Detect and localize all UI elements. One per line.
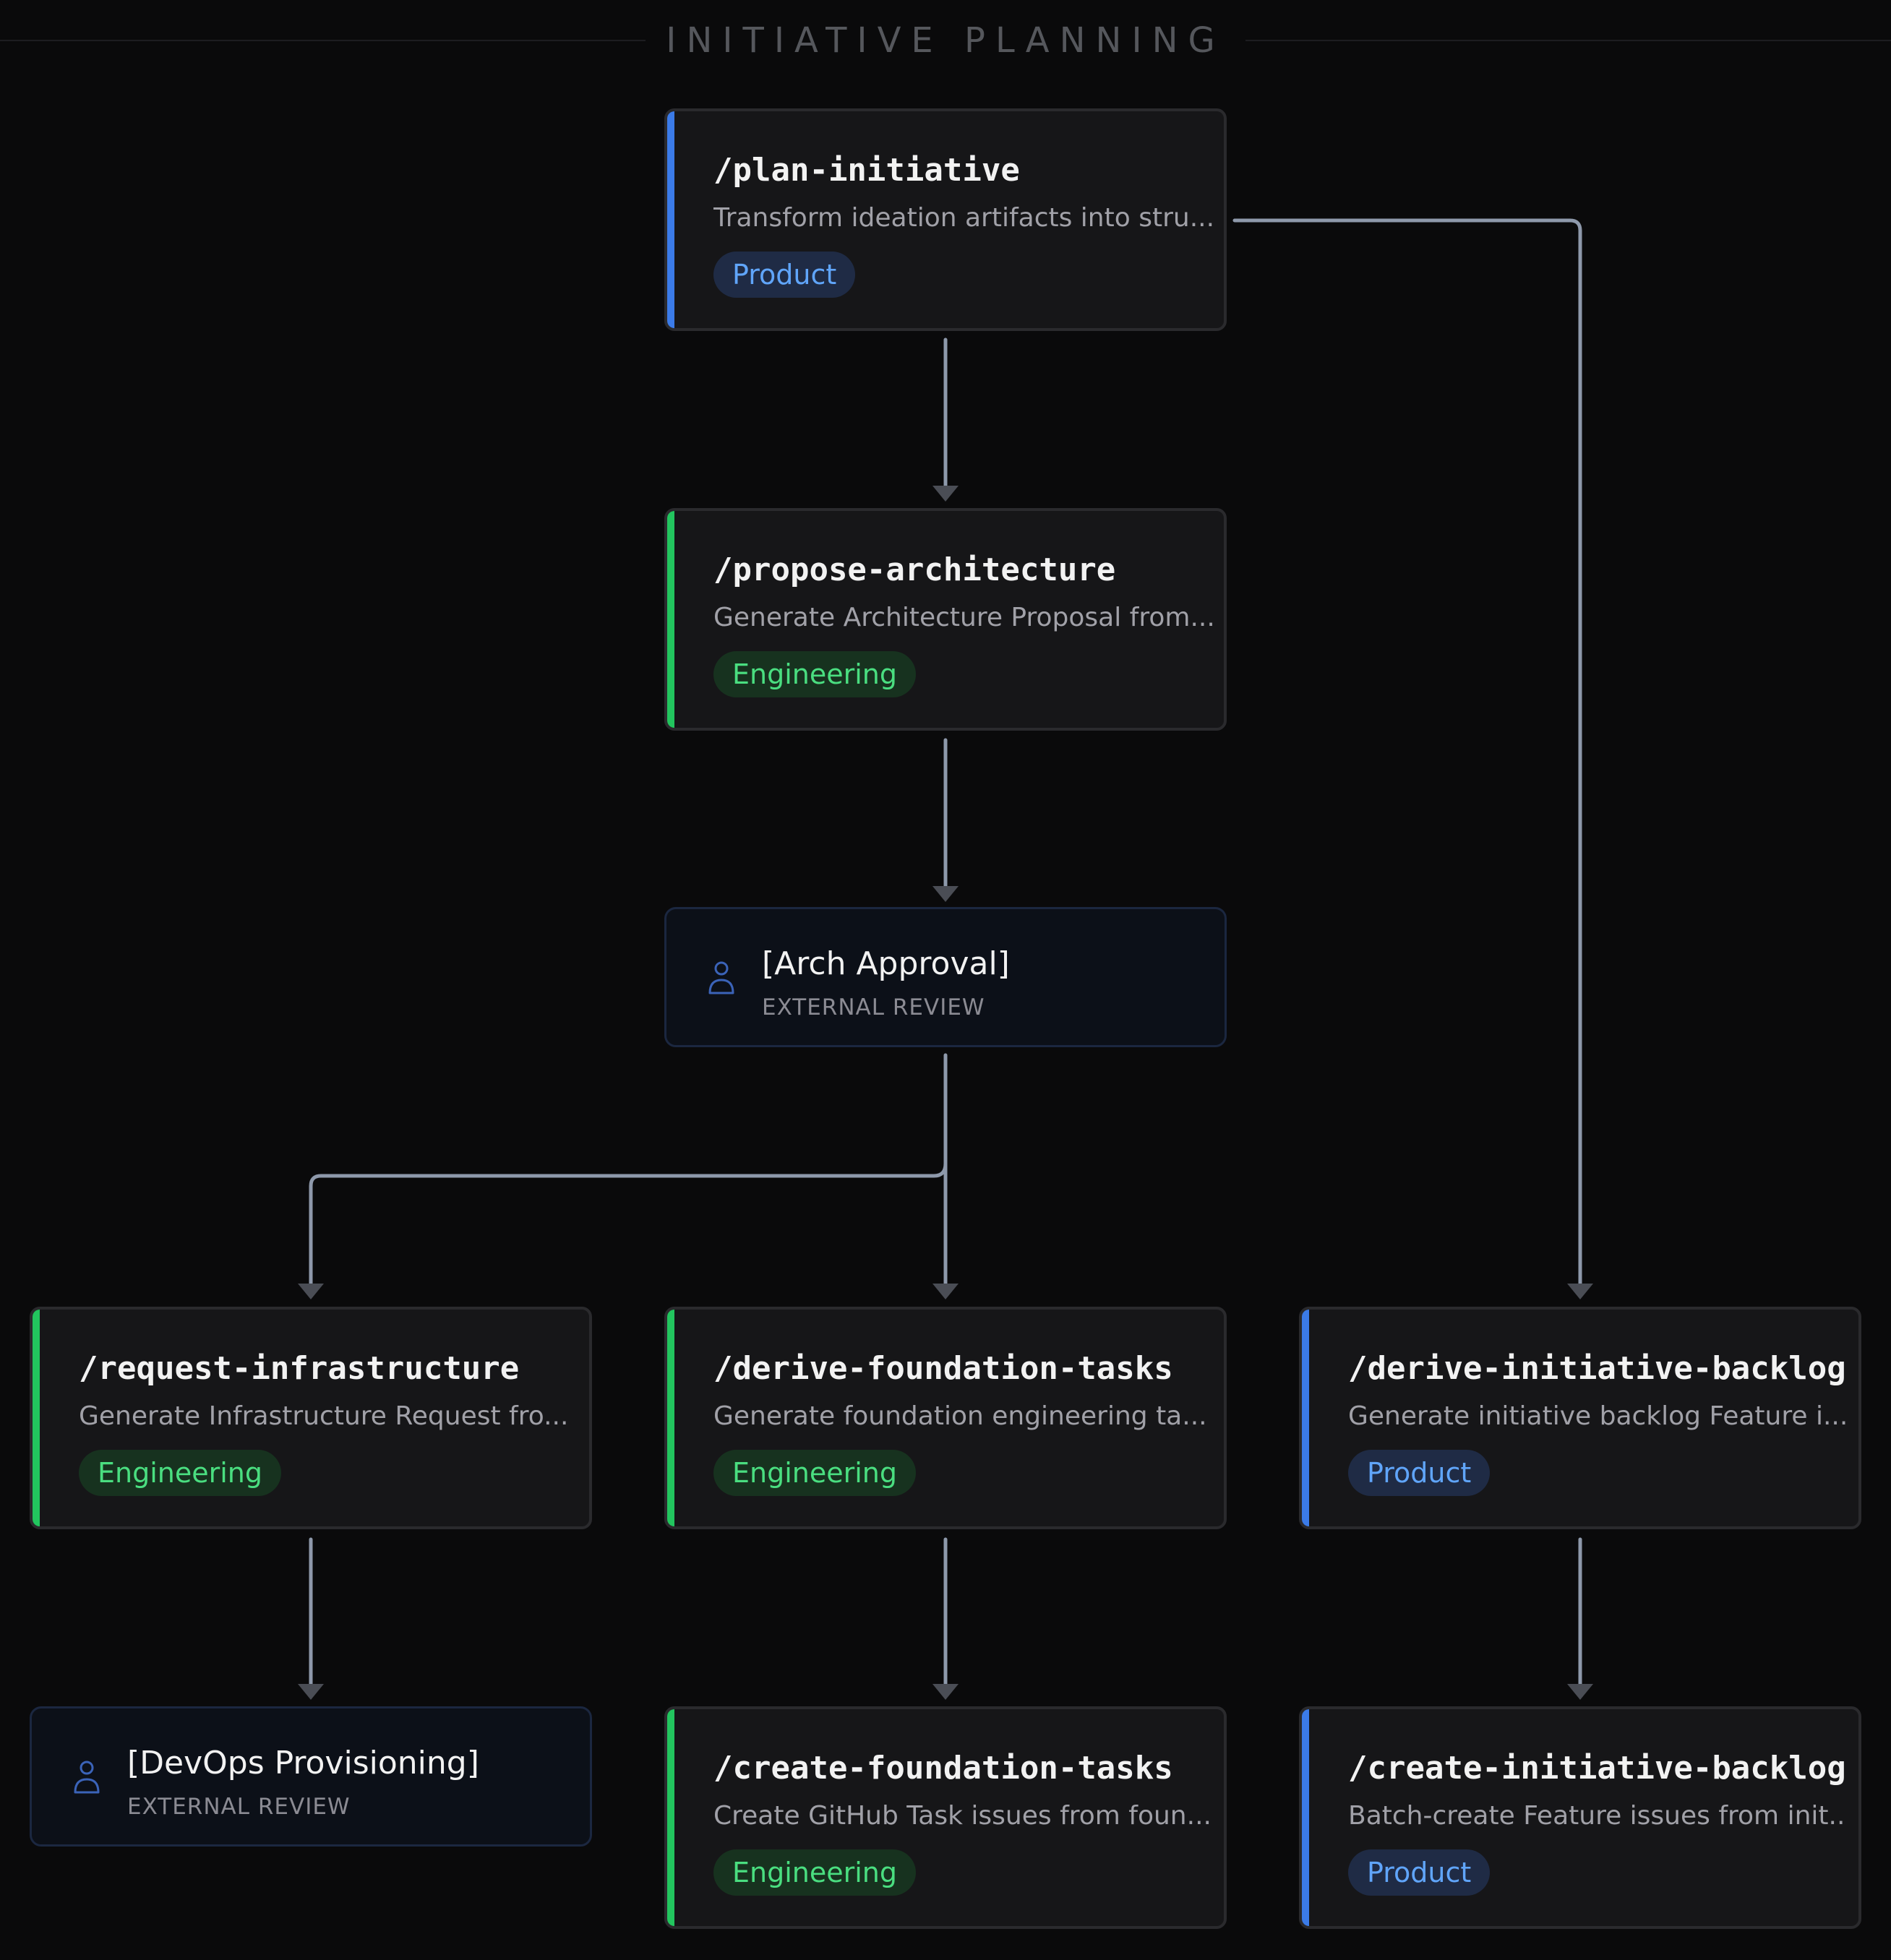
category-tag: Product [1348,1849,1491,1896]
edge-plan-initiative-to-propose-architecture [932,338,959,502]
category-tag: Product [713,252,856,298]
edge-arch-approval-to-request-infrastructure [298,1161,948,1299]
category-accent-bar [1302,1310,1309,1526]
node-devops-provisioning[interactable]: [DevOps Provisioning] EXTERNAL REVIEW [30,1706,592,1847]
command-description: Transform ideation artifacts into stru..… [713,203,1212,233]
edge-arch-approval-to-derive-foundation-tasks [932,1053,959,1299]
edge-derive-initiative-backlog-to-create-initiative-backlog [1567,1537,1593,1700]
node-derive-foundation-tasks[interactable]: /derive-foundation-tasks Generate founda… [664,1307,1227,1529]
category-tag: Product [1348,1450,1491,1496]
category-tag: Engineering [713,1849,916,1896]
node-propose-architecture[interactable]: /propose-architecture Generate Architect… [664,508,1227,731]
category-tag: Engineering [713,651,916,697]
category-accent-bar [667,1310,674,1526]
person-icon [708,961,734,994]
review-title: [DevOps Provisioning] [127,1745,479,1781]
command-name: /derive-initiative-backlog [1348,1350,1846,1387]
person-icon [74,1761,100,1794]
command-description: Generate Infrastructure Request fro... [79,1401,569,1431]
command-description: Create GitHub Task issues from foun... [713,1801,1212,1831]
node-arch-approval[interactable]: [Arch Approval] EXTERNAL REVIEW [664,907,1227,1047]
category-accent-bar [667,111,674,328]
category-accent-bar [33,1310,40,1526]
command-description: Batch-create Feature issues from init... [1348,1801,1847,1831]
review-subtitle: EXTERNAL REVIEW [127,1794,351,1820]
edge-request-infrastructure-to-devops-provisioning [298,1537,324,1700]
edge-plan-initiative-to-derive-initiative-backlog [1232,218,1593,1299]
command-name: /create-initiative-backlog [1348,1750,1846,1787]
review-title: [Arch Approval] [762,945,1010,982]
node-request-infrastructure[interactable]: /request-infrastructure Generate Infrast… [30,1307,592,1529]
command-name: /propose-architecture [713,551,1116,588]
node-create-initiative-backlog[interactable]: /create-initiative-backlog Batch-create … [1299,1706,1861,1929]
command-description: Generate Architecture Proposal from... [713,603,1212,632]
command-description: Generate foundation engineering ta... [713,1401,1207,1431]
command-name: /request-infrastructure [79,1350,520,1387]
node-derive-initiative-backlog[interactable]: /derive-initiative-backlog Generate init… [1299,1307,1861,1529]
category-tag: Engineering [713,1450,916,1496]
category-accent-bar [1302,1709,1309,1926]
command-name: /plan-initiative [713,152,1020,189]
command-name: /create-foundation-tasks [713,1750,1173,1787]
review-subtitle: EXTERNAL REVIEW [762,994,985,1020]
command-name: /derive-foundation-tasks [713,1350,1173,1387]
category-tag: Engineering [79,1450,281,1496]
title-rule-right [1212,40,1891,41]
node-create-foundation-tasks[interactable]: /create-foundation-tasks Create GitHub T… [664,1706,1227,1929]
diagram-title: INITIATIVE PLANNING [0,17,1891,64]
command-description: Generate initiative backlog Feature i... [1348,1401,1847,1431]
edge-propose-architecture-to-arch-approval [932,738,959,902]
edge-derive-foundation-tasks-to-create-foundation-tasks [932,1537,959,1700]
category-accent-bar [667,511,674,728]
node-plan-initiative[interactable]: /plan-initiative Transform ideation arti… [664,108,1227,331]
title-rule-left [0,40,679,41]
diagram-title-text: INITIATIVE PLANNING [646,20,1245,61]
category-accent-bar [667,1709,674,1926]
